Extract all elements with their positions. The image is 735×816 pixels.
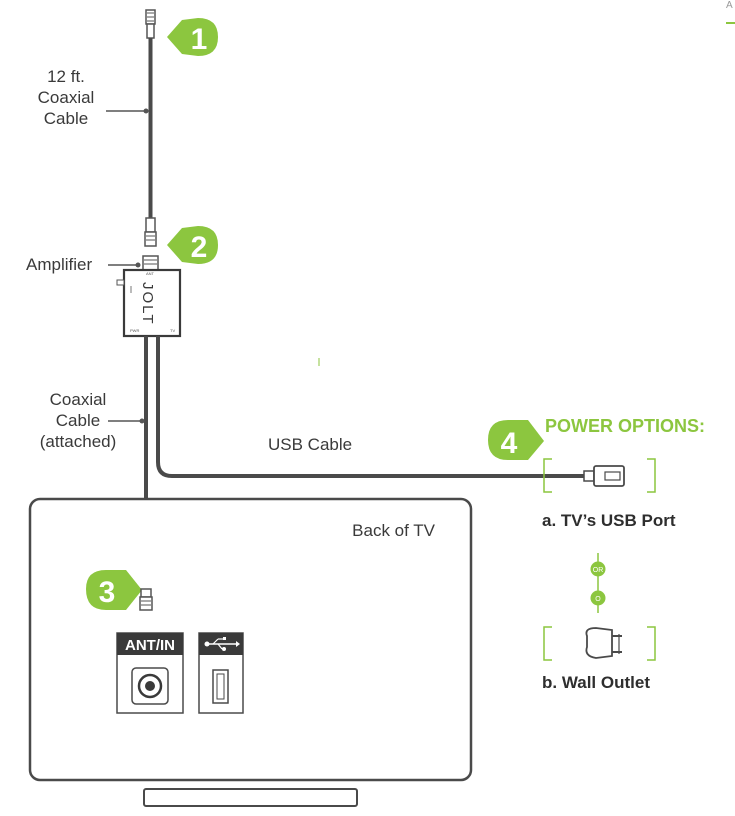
jolt-logo: JOLT	[139, 282, 156, 326]
svg-text:Cable: Cable	[56, 411, 100, 430]
step-3-badge: 3	[86, 570, 142, 610]
coax-attached-label: Coaxial Cable (attached)	[40, 390, 145, 451]
coax-12ft-label: 12 ft. Coaxial Cable	[38, 67, 149, 128]
tv-back-panel: Back of TV	[28, 497, 473, 807]
svg-text:Cable: Cable	[44, 109, 88, 128]
corner-glyph: A	[726, 0, 733, 11]
svg-text:Amplifier: Amplifier	[26, 255, 92, 274]
back-of-tv-label: Back of TV	[352, 521, 435, 540]
svg-text:O: O	[595, 596, 601, 603]
usb-symbol-icon	[204, 637, 240, 651]
step-4-badge: 4	[488, 420, 544, 460]
svg-text:PWR: PWR	[130, 328, 139, 333]
amplifier-box: ANT PWR TV JOLT	[116, 255, 182, 338]
ant-in-port: ANT/IN	[116, 632, 184, 714]
svg-text:ANT/IN: ANT/IN	[125, 637, 175, 654]
usb-cable-label: USB Cable	[268, 435, 352, 454]
step-1-number: 1	[191, 23, 208, 56]
step-4-number: 4	[501, 427, 518, 460]
option-b-label: b. Wall Outlet	[542, 673, 650, 692]
usb-plug-option	[543, 458, 656, 493]
coax-connector-tv	[139, 588, 153, 611]
svg-text:TV: TV	[170, 328, 175, 333]
or-connector: OR O	[590, 553, 606, 613]
svg-text:OR: OR	[593, 567, 604, 574]
step-1-badge: 1	[167, 18, 218, 56]
svg-text:ANT: ANT	[146, 271, 155, 276]
top-coax-cable	[144, 9, 157, 247]
step-2-number: 2	[191, 231, 208, 264]
tv-usb-port	[198, 632, 244, 714]
svg-text:Coaxial: Coaxial	[50, 390, 107, 409]
wall-outlet-option	[543, 626, 656, 661]
svg-text:Coaxial: Coaxial	[38, 88, 95, 107]
svg-text:(attached): (attached)	[40, 432, 117, 451]
option-a-label: a. TV’s USB Port	[542, 511, 676, 530]
step-3-number: 3	[99, 576, 116, 609]
power-options-title: POWER OPTIONS:	[545, 416, 705, 436]
svg-text:12 ft.: 12 ft.	[47, 67, 85, 86]
step-2-badge: 2	[167, 226, 218, 264]
amplifier-label: Amplifier	[26, 255, 141, 274]
